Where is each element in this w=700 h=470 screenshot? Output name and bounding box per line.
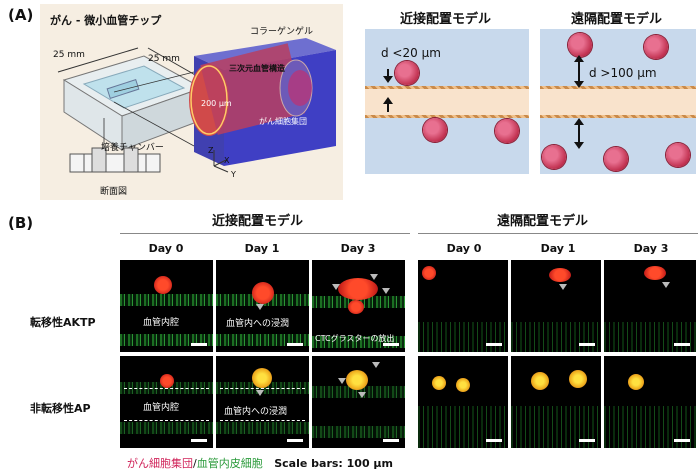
distal-distance-label: d >100 μm: [589, 66, 657, 80]
proximal-section-rule: [120, 233, 410, 234]
distal-day1-header: Day 1: [540, 242, 576, 255]
micrograph-proximal-ap-day0: [120, 356, 213, 448]
axis-x-label: X: [224, 156, 230, 165]
ctc-release-label: CTCグラスターの放出: [315, 334, 395, 343]
micrograph-distal-akt-day3: [604, 260, 696, 352]
axis-y-label: Y: [231, 170, 236, 179]
micrograph-distal-ap-day0: [418, 356, 508, 448]
micrograph-distal-akt-day1: [511, 260, 601, 352]
chip-title: がん - 微小血管チップ: [50, 14, 162, 27]
legend-separator: /: [193, 457, 197, 470]
row-nonmetastatic-ap: 非転移性AP: [30, 402, 91, 415]
proximal-day3-header: Day 3: [340, 242, 376, 255]
figure-legend: がん細胞集団/血管内皮細胞 Scale bars: 100 μm: [127, 455, 393, 470]
vessel-structure-label: 三次元血管構造: [229, 64, 285, 73]
proximal-distance-label: d <20 μm: [381, 46, 441, 60]
cross-section-label: 断面図: [100, 187, 128, 197]
lumen-label-ap: 血管内腔: [143, 403, 180, 413]
distal-section-rule: [418, 233, 698, 234]
lumen-label: 血管内腔: [143, 318, 180, 328]
proximal-model-diagram: [365, 29, 529, 174]
panel-b-label: (B): [8, 214, 34, 232]
legend-scale: Scale bars: 100 μm: [274, 457, 393, 470]
axis-z-label: Z: [208, 146, 214, 155]
row-metastatic-akt: 転移性AKTP: [30, 316, 96, 329]
distal-section-title: 遠隔配置モデル: [497, 214, 589, 229]
distal-model-title: 遠隔配置モデル: [571, 12, 663, 27]
micrograph-distal-akt-day0: [418, 260, 508, 352]
chip-diagram: [57, 38, 336, 173]
proximal-day1-header: Day 1: [244, 242, 280, 255]
panel-a-label: (A): [8, 6, 34, 24]
chip-dimension-right: 25 mm: [148, 54, 180, 64]
proximal-model-title: 近接配置モデル: [400, 12, 492, 27]
micrograph-proximal-ap-day3: [312, 356, 405, 448]
invasion-label-ap: 血管内への浸潤: [224, 407, 288, 417]
legend-endothelial: 血管内皮細胞: [196, 457, 263, 470]
micrograph-proximal-akt-day1: [216, 260, 309, 352]
distal-day0-header: Day 0: [446, 242, 482, 255]
chip-dimension-left: 25 mm: [53, 50, 85, 60]
collagen-gel-label: コラーゲンゲル: [250, 27, 314, 37]
invasion-label: 血管内への浸潤: [226, 319, 290, 329]
micrograph-proximal-ap-day1: [216, 356, 309, 448]
vessel-diameter-label: 200 μm: [201, 99, 232, 108]
proximal-day0-header: Day 0: [148, 242, 184, 255]
culture-chamber-label: 培養チャンバー: [101, 143, 164, 153]
distal-model-diagram: [540, 29, 696, 174]
distal-day3-header: Day 3: [633, 242, 669, 255]
cancer-cluster-label: がん細胞集団: [259, 117, 307, 126]
micrograph-distal-ap-day1: [511, 356, 601, 448]
micrograph-proximal-akt-day3: [312, 260, 405, 352]
micrograph-proximal-akt-day0: [120, 260, 213, 352]
legend-cancer: がん細胞集団: [127, 457, 193, 470]
micrograph-distal-ap-day3: [604, 356, 696, 448]
proximal-section-title: 近接配置モデル: [212, 214, 304, 229]
